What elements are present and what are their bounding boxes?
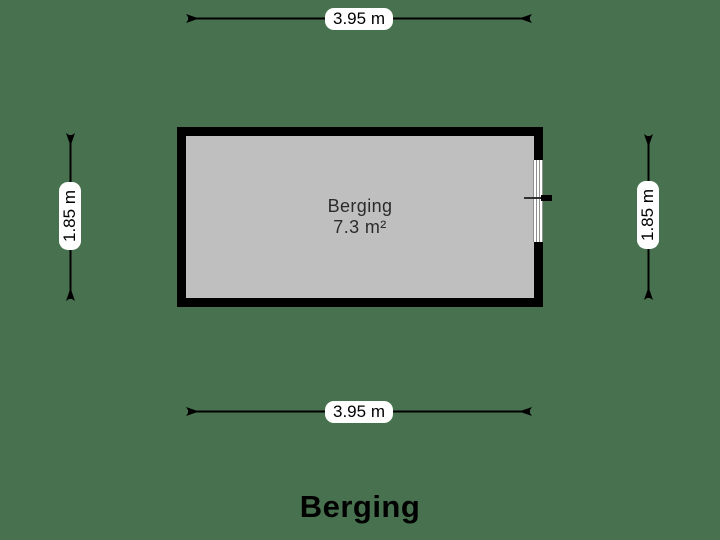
room-label: Berging 7.3 m² [328,196,393,238]
room-name-label: Berging [327,196,393,216]
window-tick-mark [541,195,552,201]
dimension-label-right: 1.85 m [637,181,659,249]
window-pane-line [539,160,540,242]
dimension-label-top: 3.95 m [325,8,393,30]
window-pane-line [536,160,537,242]
window-tick-line [524,197,548,199]
dimension-label-left: 1.85 m [59,182,81,250]
dimension-label-bottom: 3.95 m [325,401,393,423]
room-area-label: 7.3 m² [333,217,387,237]
plan-title: Berging [299,489,421,524]
room-berging: Berging 7.3 m² [177,127,543,307]
window-icon [533,160,543,242]
